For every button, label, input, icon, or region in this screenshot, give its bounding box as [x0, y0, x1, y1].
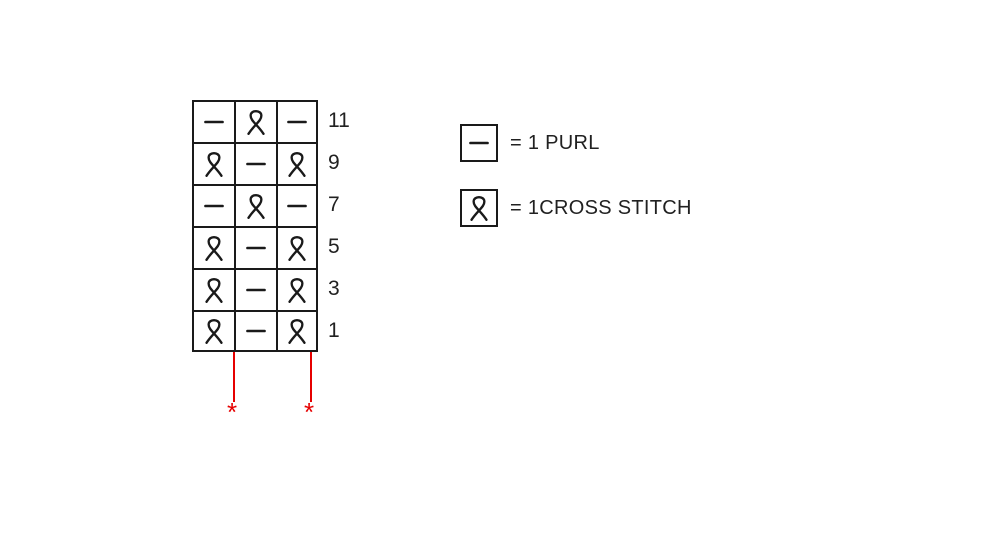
cross-stitch-icon: [288, 151, 306, 177]
purl-cell: [276, 184, 318, 226]
cross-stitch-cell: [276, 310, 318, 352]
cross-stitch-icon: [247, 193, 265, 219]
legend-cross-stitch-box: [460, 189, 498, 227]
chart-row: 11: [192, 100, 362, 142]
repeat-marker-asterisk-left: *: [227, 397, 238, 427]
purl-icon: [204, 204, 224, 208]
purl-cell: [234, 268, 276, 310]
chart-row: 3: [192, 268, 362, 310]
purl-cell: [192, 184, 234, 226]
cross-stitch-cell: [234, 100, 276, 142]
chart-row: 9: [192, 142, 362, 184]
cross-stitch-icon: [205, 235, 223, 261]
cross-stitch-icon: [247, 109, 265, 135]
cross-stitch-icon: [464, 193, 494, 223]
cross-stitch-cell: [276, 142, 318, 184]
repeat-marker-line-right: [310, 352, 312, 402]
row-number: 3: [328, 277, 340, 300]
repeat-marker-line-left: [233, 352, 235, 402]
chart-row: 5: [192, 226, 362, 268]
cross-stitch-cell: [192, 268, 234, 310]
chart-row: 7: [192, 184, 362, 226]
purl-cell: [234, 310, 276, 352]
cross-stitch-icon: [288, 318, 306, 344]
purl-icon: [287, 204, 307, 208]
cross-stitch-cell: [192, 310, 234, 352]
cross-stitch-icon: [470, 195, 488, 221]
row-number: 1: [328, 319, 340, 342]
purl-icon: [246, 246, 266, 250]
repeat-marker-asterisk-right: *: [304, 397, 315, 427]
legend-cross-stitch-label: = 1CROSS STITCH: [510, 197, 692, 219]
cross-stitch-icon: [205, 151, 223, 177]
cross-stitch-cell: [276, 268, 318, 310]
cross-stitch-icon: [288, 277, 306, 303]
legend-purl-box: [460, 124, 498, 162]
chart-row: 1: [192, 310, 362, 352]
purl-icon: [246, 329, 266, 333]
purl-cell: [234, 226, 276, 268]
row-number: 7: [328, 193, 340, 216]
purl-cell: [276, 100, 318, 142]
legend-purl-label: = 1 PURL: [510, 132, 600, 154]
purl-cell: [192, 100, 234, 142]
cross-stitch-cell: [234, 184, 276, 226]
purl-icon: [204, 120, 224, 124]
cross-stitch-cell: [192, 142, 234, 184]
purl-icon: [246, 288, 266, 292]
row-number: 9: [328, 151, 340, 174]
purl-icon: [464, 128, 494, 158]
cross-stitch-icon: [205, 277, 223, 303]
cross-stitch-icon: [205, 318, 223, 344]
row-number: 11: [328, 109, 350, 132]
knitting-chart-grid: 11 9 7 5 3 1: [192, 100, 362, 352]
purl-icon: [287, 120, 307, 124]
row-number: 5: [328, 235, 340, 258]
cross-stitch-icon: [288, 235, 306, 261]
purl-cell: [234, 142, 276, 184]
purl-icon: [469, 141, 489, 145]
purl-icon: [246, 162, 266, 166]
cross-stitch-cell: [276, 226, 318, 268]
cross-stitch-cell: [192, 226, 234, 268]
